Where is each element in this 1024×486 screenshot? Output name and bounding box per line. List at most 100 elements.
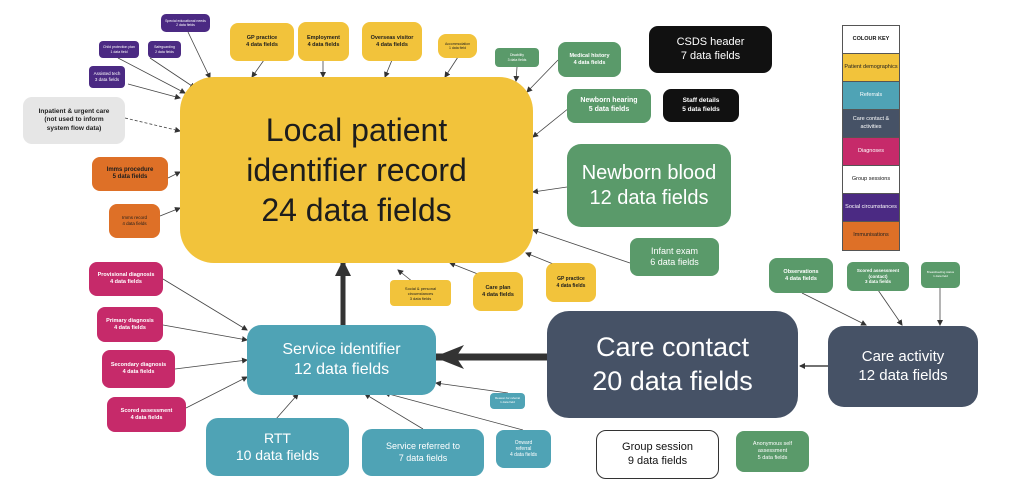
connector	[127, 83, 181, 100]
node-provisional-diagnosis[interactable]: Provisional diagnosis 4 data fields	[89, 262, 163, 296]
colour-key-diagnoses: Diagnoses	[843, 138, 899, 166]
node-special-educational-needs[interactable]: Special educational needs 2 data fields	[161, 14, 210, 32]
node-field-count: 5 data fields	[588, 106, 630, 113]
node-newborn-hearing[interactable]: Newborn hearing 5 data fields	[567, 89, 651, 123]
node-field-count: 4 data fields	[122, 369, 155, 375]
colour-key-group-sessions: Group sessions	[843, 166, 899, 194]
node-title: RTT	[264, 429, 291, 446]
node-title: Observations	[783, 268, 819, 275]
node-field-count: 12 data fields	[858, 366, 948, 384]
connector	[149, 57, 196, 89]
node-medical-history[interactable]: Medical history 4 data fields	[558, 42, 621, 77]
node-accommodation[interactable]: Accommodation 1 data field	[438, 34, 477, 58]
connector	[185, 376, 248, 409]
node-field-count: 4 data fields	[130, 414, 163, 421]
node-overseas-visitor[interactable]: Overseas visitor 4 data fields	[362, 22, 422, 61]
node-employment[interactable]: Employment 4 data fields	[298, 22, 349, 61]
node-onward-referral[interactable]: Onward referral 4 data fields	[496, 430, 551, 468]
node-assisted-tech[interactable]: Assisted tech 3 data fields	[89, 66, 125, 88]
node-primary-diagnosis[interactable]: Primary diagnosis 4 data fields	[97, 307, 163, 342]
node-breastfeeding-status[interactable]: Breastfeeding status 1 data field	[921, 262, 960, 288]
node-title: Group session	[622, 440, 693, 453]
connector	[532, 107, 570, 138]
node-field-count: 4 data fields	[482, 291, 514, 298]
node-field-count: 1 data field	[448, 46, 467, 50]
node-title: Medical history	[569, 52, 610, 59]
node-field-count: 4 data fields	[556, 282, 586, 289]
node-group-session[interactable]: Group session 9 data fields	[596, 430, 719, 479]
node-title: Care activity	[861, 347, 945, 365]
node-inpatient-urgent-care[interactable]: Inpatient & urgent care (not used to inf…	[23, 97, 125, 144]
node-rtt[interactable]: RTT 10 data fields	[206, 418, 349, 476]
node-service-identifier[interactable]: Service identifier 12 data fields	[247, 325, 436, 395]
node-newborn-blood[interactable]: Newborn blood 12 data fields	[567, 144, 731, 227]
node-staff-details[interactable]: Staff details 5 data fields	[663, 89, 739, 122]
node-field-count: 3 data fields	[94, 77, 120, 82]
node-field-count: 4 data fields	[510, 452, 537, 459]
node-local-patient-identifier-record[interactable]: Local patient identifier record 24 data …	[180, 77, 533, 263]
node-title: CSDS header	[676, 35, 745, 48]
node-title: Staff details	[682, 97, 720, 105]
node-infant-exam[interactable]: Infant exam 6 data fields	[630, 238, 719, 276]
connector	[532, 186, 568, 195]
node-care-contact[interactable]: Care contact 20 data fields	[547, 311, 798, 418]
node-observations[interactable]: Observations 4 data fields	[769, 258, 833, 293]
connector	[513, 66, 520, 82]
node-field-count: 4 data fields	[246, 42, 278, 48]
connector	[167, 171, 181, 179]
node-care-plan[interactable]: Care plan 4 data fields	[473, 272, 523, 311]
node-title: Overseas visitor	[370, 34, 414, 41]
node-subtitle: system flow data)	[46, 124, 102, 132]
node-scored-assessment[interactable]: Scored assessment 4 data fields	[107, 397, 186, 432]
node-title: Service identifier	[282, 341, 401, 358]
node-title: Child protection plan	[103, 45, 135, 50]
node-field-count: 7 data fields	[398, 452, 448, 463]
node-title: Provisional diagnosis	[97, 272, 155, 279]
node-title: Imms procedure	[106, 166, 154, 173]
node-field-count: 4 data fields	[114, 324, 146, 331]
node-imms-record[interactable]: Imms record 4 data fields	[109, 204, 160, 238]
node-title: Accommodation	[444, 41, 471, 46]
connector	[384, 59, 393, 78]
node-field-count: 4 data fields	[307, 41, 340, 48]
node-title: Safeguarding	[154, 45, 175, 50]
node-field-count: 3 data fields	[507, 57, 527, 62]
node-subtitle: (not used to inform	[44, 116, 104, 124]
node-title: Local patient	[265, 112, 448, 148]
node-secondary-diagnosis[interactable]: Secondary diagnosis 4 data fields	[102, 350, 175, 388]
colour-key: COLOUR KEY Patient demographics Referral…	[842, 25, 900, 251]
node-imms-procedure[interactable]: Imms procedure 5 data fields	[92, 157, 168, 191]
node-title: assessment	[757, 448, 788, 455]
node-disability[interactable]: Disability 3 data fields	[495, 48, 539, 67]
node-title: Service referred to	[385, 441, 461, 452]
node-gp-practice-top[interactable]: GP practice 4 data fields	[230, 23, 294, 61]
node-scored-assessment-contact[interactable]: Scored assessment (contact) 3 data field…	[847, 262, 909, 291]
node-title: Scored assessment	[856, 268, 900, 274]
node-gp-practice-bottom[interactable]: GP practice 4 data fields	[546, 263, 596, 302]
node-field-count: 4 data fields	[122, 221, 147, 226]
node-title: circumstances	[407, 290, 434, 296]
node-field-count: 4 data fields	[785, 275, 817, 282]
node-anonymous-self-assessment[interactable]: Anonymous self assessment 5 data fields	[736, 431, 809, 472]
node-field-count: 9 data fields	[627, 454, 688, 467]
node-title: Secondary diagnosis	[110, 362, 167, 369]
node-title: Reason for referral	[494, 396, 520, 401]
node-csds-header[interactable]: CSDS header 7 data fields	[649, 26, 772, 73]
node-field-count: 4 data fields	[376, 41, 408, 48]
connector	[435, 380, 509, 394]
node-field-count: 12 data fields	[293, 361, 390, 378]
node-safeguarding[interactable]: Safeguarding 2 data fields	[148, 41, 181, 58]
node-title: referral	[515, 445, 532, 452]
connector	[162, 324, 248, 343]
connector	[117, 57, 186, 94]
node-service-referred-to[interactable]: Service referred to 7 data fields	[362, 429, 484, 476]
node-reason-for-referral[interactable]: Reason for referral 1 data field	[490, 393, 525, 409]
node-child-protection-plan[interactable]: Child protection plan 1 data field	[99, 41, 139, 58]
node-title: Assisted tech	[93, 71, 121, 77]
node-social-personal-circumstances[interactable]: Social & personal circumstances 3 data f…	[390, 280, 451, 306]
connector	[532, 228, 631, 264]
node-care-activity[interactable]: Care activity 12 data fields	[828, 326, 978, 407]
node-field-count: 4 data fields	[110, 279, 142, 285]
node-field-count: 5 data fields	[682, 105, 720, 113]
node-title: Care contact	[595, 331, 750, 362]
